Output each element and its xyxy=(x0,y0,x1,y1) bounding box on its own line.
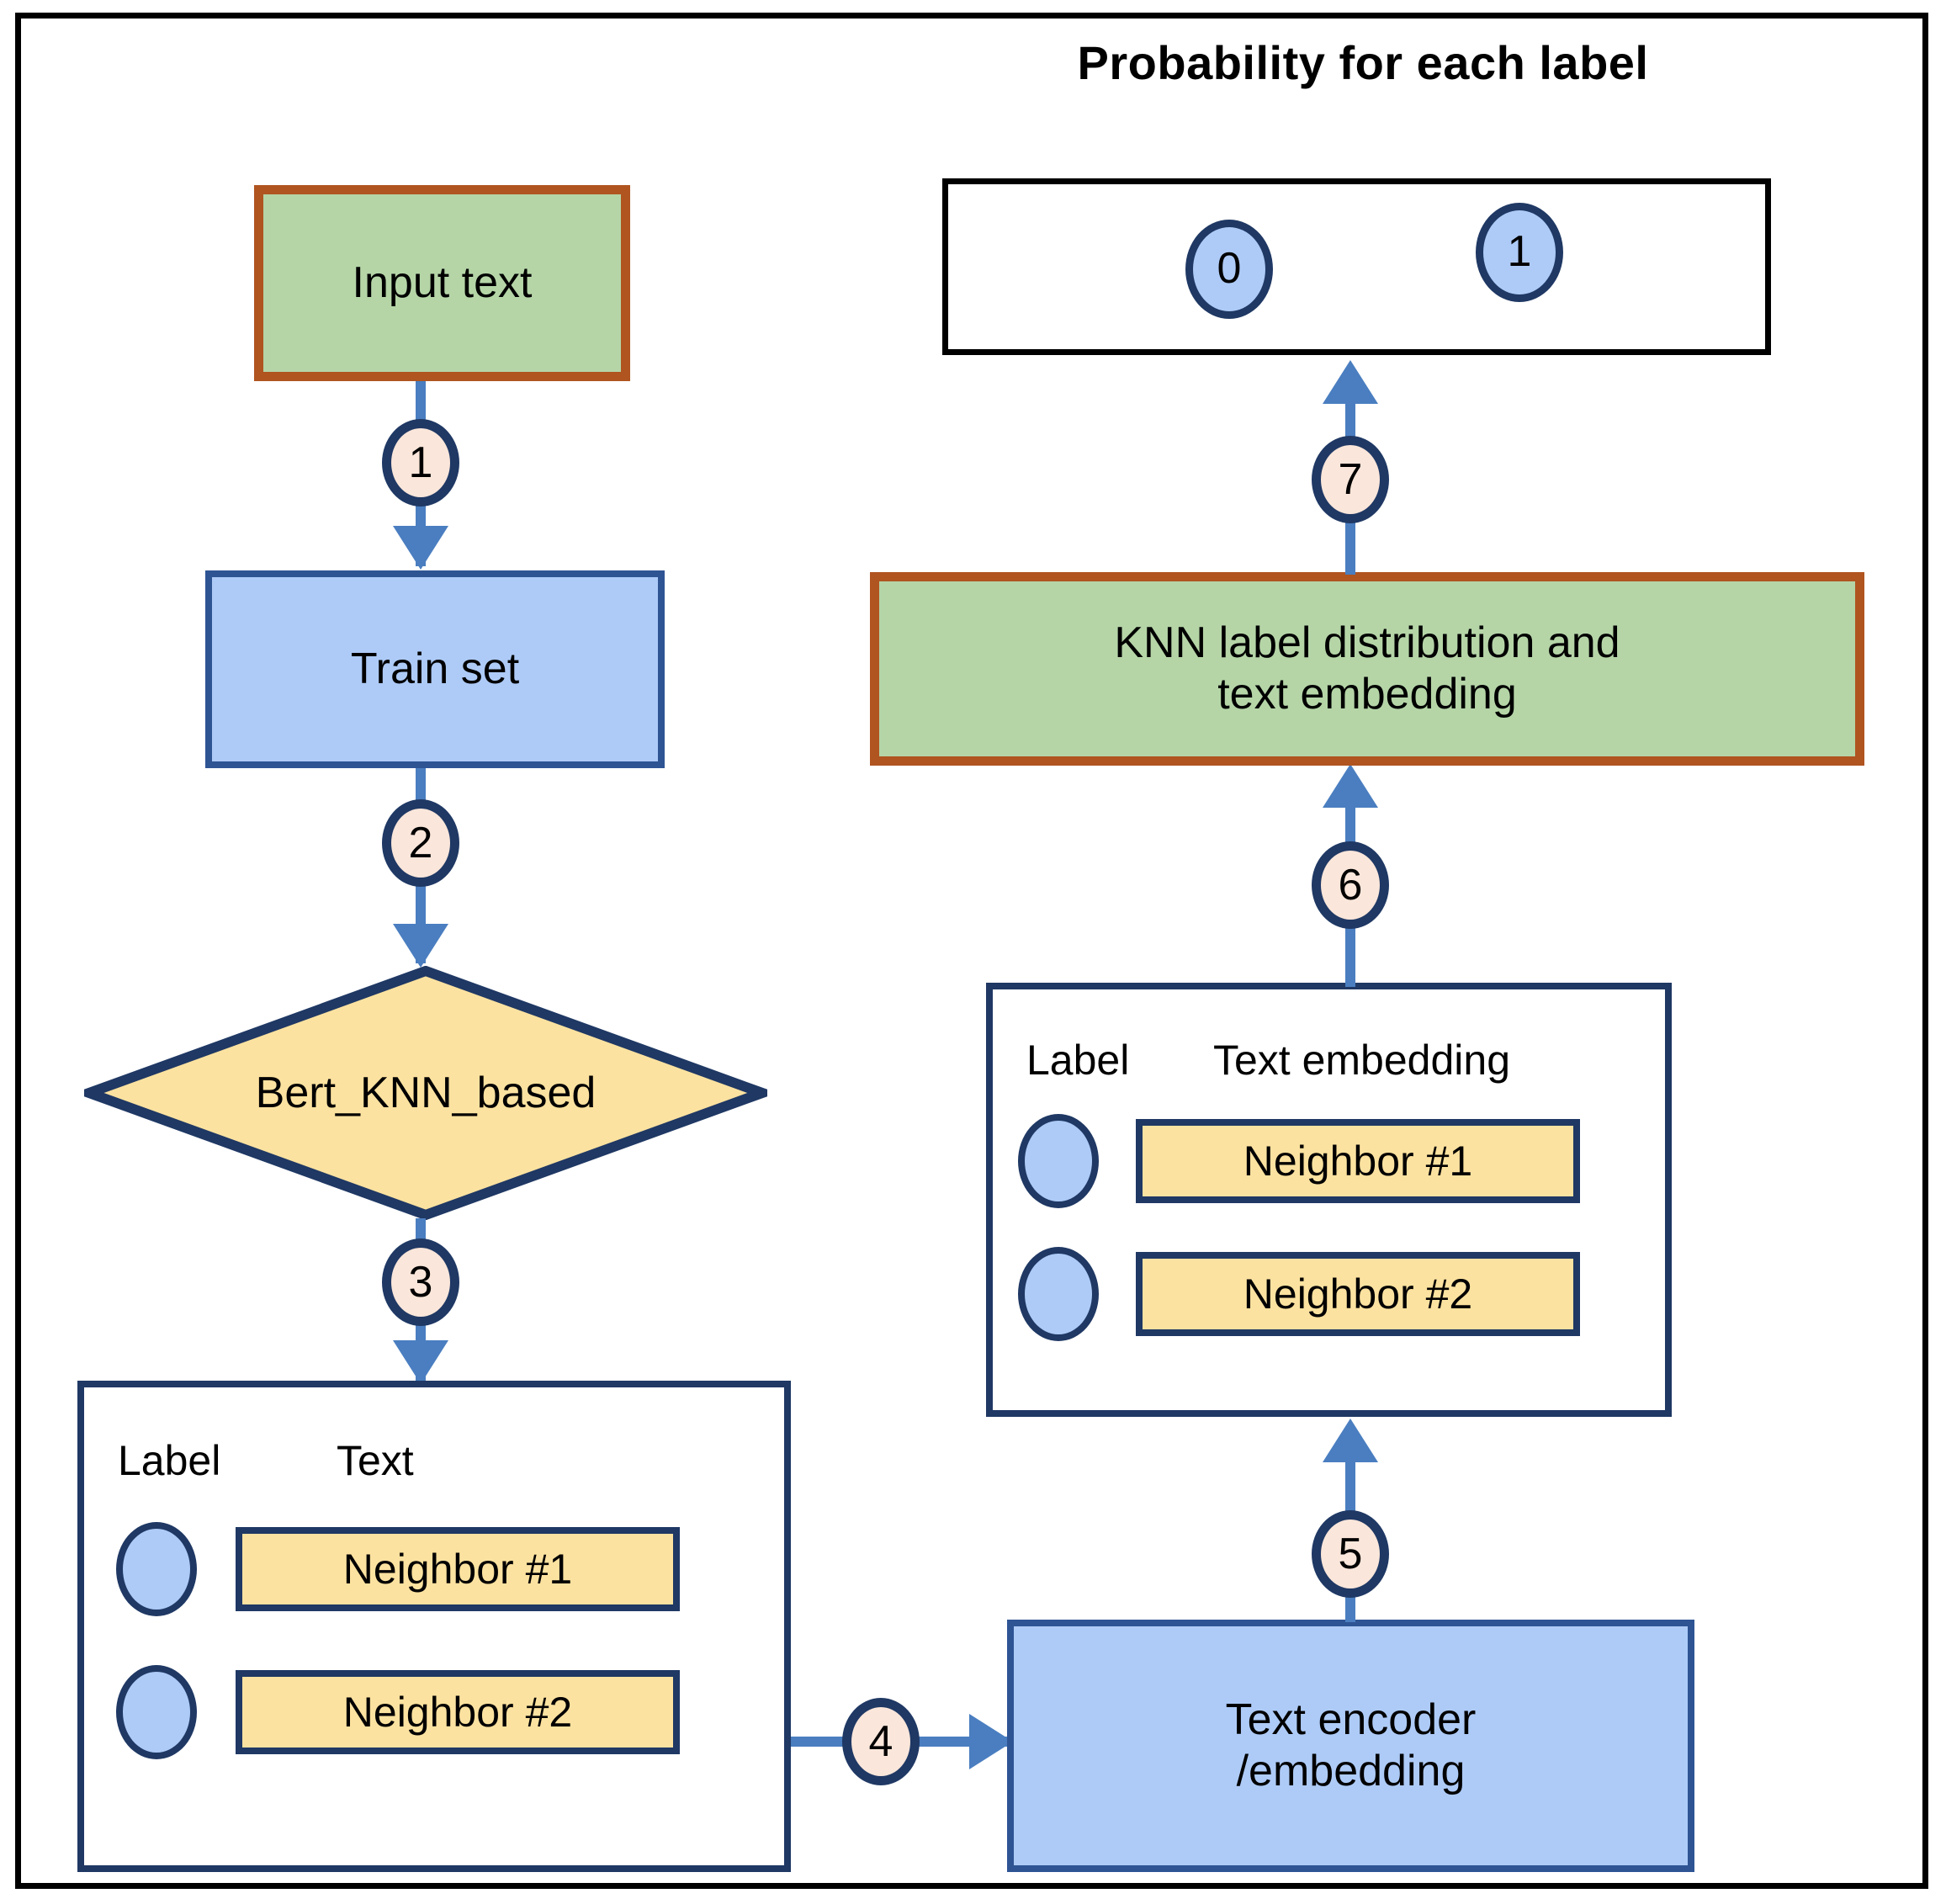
node-text-encoder-line1: Text encoder xyxy=(1225,1695,1477,1744)
probability-label-1: 1 xyxy=(1476,203,1563,302)
node-input-text: Input text xyxy=(254,185,630,381)
arrow-6-head xyxy=(1323,764,1378,808)
step-badge-3: 3 xyxy=(382,1238,459,1326)
step-badge-5: 5 xyxy=(1312,1510,1389,1598)
label-circle xyxy=(1018,1114,1099,1208)
node-decision-label: Bert_KNN_based xyxy=(255,1069,597,1117)
neighbor-chip: Neighbor #1 xyxy=(236,1527,680,1611)
probability-output-box: 0 1 xyxy=(942,178,1771,355)
node-knn-distribution-line1: KNN label distribution and xyxy=(1114,618,1620,667)
arrow-1-head xyxy=(393,526,448,570)
neighbor-chip: Neighbor #1 xyxy=(1136,1119,1580,1203)
label-circle xyxy=(116,1665,197,1759)
step-badge-6: 6 xyxy=(1312,841,1389,929)
arrow-3-head xyxy=(393,1340,448,1384)
neighbor-chip: Neighbor #2 xyxy=(1136,1252,1580,1336)
node-decision-bert-knn: Bert_KNN_based xyxy=(84,966,767,1220)
arrow-7-head xyxy=(1323,360,1378,404)
neighbors-left-header-text: Text xyxy=(337,1437,414,1484)
arrow-2-head xyxy=(393,924,448,968)
neighbors-right-row-2: Neighbor #2 xyxy=(1018,1247,1580,1341)
node-text-encoder: Text encoder /embedding xyxy=(1007,1620,1694,1872)
neighbor-chip: Neighbor #2 xyxy=(236,1670,680,1754)
step-badge-4: 4 xyxy=(842,1698,920,1785)
diagram-outer-frame xyxy=(15,13,1928,1889)
node-text-encoder-line2: /embedding xyxy=(1236,1747,1466,1795)
neighbors-panel-embedding: Label Text embedding Neighbor #1 Neighbo… xyxy=(986,983,1672,1417)
label-circle xyxy=(1018,1247,1099,1341)
neighbors-panel-text: Label Text Neighbor #1 Neighbor #2 xyxy=(77,1381,791,1872)
node-knn-label-distribution: KNN label distribution and text embeddin… xyxy=(870,572,1864,766)
neighbors-left-header-label: Label xyxy=(118,1437,221,1484)
neighbors-left-row-1: Neighbor #1 xyxy=(116,1522,680,1616)
probability-label-0: 0 xyxy=(1185,220,1273,319)
node-train-set: Train set xyxy=(205,570,665,768)
neighbors-right-row-1: Neighbor #1 xyxy=(1018,1114,1580,1208)
page-title: Probability for each label xyxy=(1077,36,1649,89)
step-badge-7: 7 xyxy=(1312,436,1389,523)
label-circle xyxy=(116,1522,197,1616)
neighbors-right-header-label: Label xyxy=(1026,1037,1130,1084)
arrow-4-head xyxy=(969,1714,1013,1769)
node-knn-distribution-line2: text embedding xyxy=(1217,670,1517,719)
arrow-5-head xyxy=(1323,1419,1378,1462)
neighbors-right-header-text: Text embedding xyxy=(1213,1037,1511,1084)
step-badge-1: 1 xyxy=(382,419,459,506)
neighbors-left-row-2: Neighbor #2 xyxy=(116,1665,680,1759)
step-badge-2: 2 xyxy=(382,799,459,887)
